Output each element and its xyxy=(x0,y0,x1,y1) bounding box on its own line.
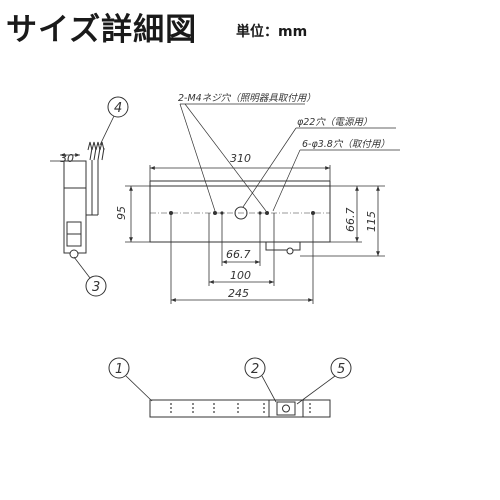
page-title: サイズ詳細図 xyxy=(6,12,198,48)
bottom-view-body xyxy=(149,399,331,418)
bottom-view-holes xyxy=(170,403,311,413)
callout-4: 4 xyxy=(99,96,129,146)
callout-5-label: 5 xyxy=(337,362,345,377)
dim-pitch-245: 245 xyxy=(228,287,249,300)
dim-pitch-66-7-horizontal: 66.7 xyxy=(226,248,251,261)
side-view xyxy=(50,141,105,259)
front-view-body xyxy=(149,185,331,243)
dim-height-95: 95 xyxy=(115,206,128,220)
callout-3: 3 xyxy=(73,256,107,297)
callout-1: 1 xyxy=(108,357,153,402)
callout-1-label: 1 xyxy=(115,362,123,377)
unit-label: 単位：mm xyxy=(236,24,308,40)
side-screw xyxy=(69,249,79,259)
note-power-hole: φ22穴（電源用） xyxy=(297,116,372,128)
dim-depth-30: 30 xyxy=(60,152,74,165)
dim-width-310: 310 xyxy=(230,152,251,165)
note-m4-holes: 2-M4ネジ穴（照明器具取付用） xyxy=(178,92,316,104)
bottom-terminal-box xyxy=(268,399,304,418)
callout-3-label: 3 xyxy=(92,280,100,295)
bottom-view xyxy=(149,399,331,418)
callout-2-label: 2 xyxy=(251,362,259,377)
callout-2: 2 xyxy=(244,357,277,403)
dim-pitch-100: 100 xyxy=(230,269,251,282)
front-view xyxy=(149,180,331,255)
dim-height-115: 115 xyxy=(365,211,378,232)
note-mount-holes: 6-φ3.8穴（取付用） xyxy=(302,138,390,150)
dim-pitch-66-7-vertical: 66.7 xyxy=(344,208,357,233)
terminal-box xyxy=(265,241,301,251)
callout-4-label: 4 xyxy=(114,101,122,116)
lead-wires xyxy=(87,141,105,151)
callout-5: 5 xyxy=(296,357,352,405)
